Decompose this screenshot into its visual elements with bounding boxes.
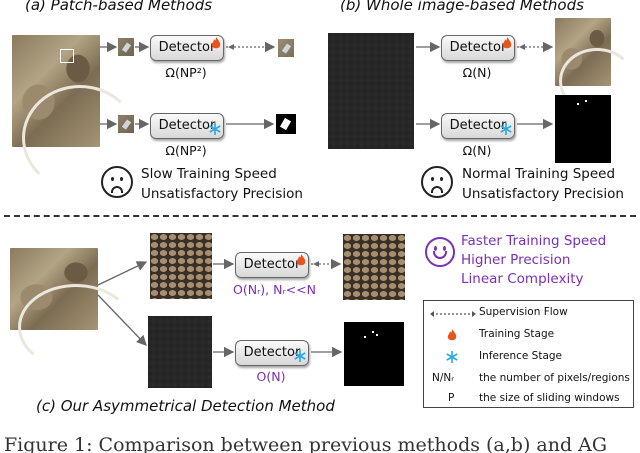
section-c-title: (c) Our Asymmetrical Detection Method	[36, 397, 335, 415]
section-a-title: (a) Patch-based Methods	[25, 0, 213, 14]
section-b-title: (b) Whole image-based Methods	[340, 0, 584, 14]
region-image-c	[150, 233, 212, 299]
legend-n-desc: the number of pixels/regions	[479, 372, 630, 384]
label-image-b	[555, 18, 635, 114]
detector-label: Detector	[158, 40, 216, 55]
verdict-b-line2: Unsatisfactory Precision	[462, 186, 624, 202]
smile-face-icon	[425, 237, 455, 267]
verdict-c-line1: Faster Training Speed	[461, 233, 607, 249]
label-image-c	[343, 234, 405, 300]
arrow	[97, 261, 148, 286]
verdict-c-line3: Linear Complexity	[461, 271, 584, 287]
verdict-b-line1: Normal Training Speed	[462, 166, 616, 182]
complexity-a-train: Ω(NP²)	[165, 65, 207, 80]
sad-face-icon	[101, 166, 133, 198]
detector-b-train: Detector	[441, 35, 515, 61]
verdict-c-line2: Higher Precision	[461, 252, 571, 268]
detector-label: Detector	[158, 118, 216, 133]
detector-c-infer: Detector	[235, 340, 309, 366]
section-divider	[4, 215, 636, 217]
fire-icon	[447, 329, 457, 341]
legend-n-key: N/Nᵣ	[432, 372, 454, 384]
satellite-image-c	[10, 248, 134, 370]
grid-image-c	[148, 316, 212, 388]
patch-a-bottom	[118, 115, 134, 133]
verdict-a-line1: Slow Training Speed	[141, 166, 277, 182]
snowflake-icon	[446, 351, 458, 363]
detector-a-infer: Detector	[150, 113, 224, 139]
detector-label: Detector	[243, 345, 301, 360]
complexity-c-train: O(Nᵣ), Nᵣ<<N	[233, 282, 317, 297]
complexity-b-train: Ω(N)	[462, 65, 492, 80]
detector-c-train: Detector	[235, 252, 309, 278]
legend-p-key: P	[448, 392, 455, 404]
satellite-image-a	[12, 35, 138, 191]
legend-training-label: Training Stage	[479, 328, 555, 340]
legend-box: Supervision Flow Training Stage Inferenc…	[423, 300, 634, 408]
mask-image-c	[344, 322, 404, 386]
detector-b-infer: Detector	[441, 113, 515, 139]
legend-supervision-label: Supervision Flow	[479, 306, 568, 318]
complexity-a-infer: Ω(NP²)	[165, 143, 207, 158]
complexity-b-infer: Ω(N)	[462, 143, 492, 158]
detector-a-train: Detector	[150, 35, 224, 61]
mask-patch-a	[276, 114, 296, 134]
patch-a-top	[118, 38, 134, 56]
detector-label: Detector	[243, 257, 301, 272]
grid-image-b	[328, 33, 414, 149]
detector-label: Detector	[449, 118, 507, 133]
complexity-c-infer: O(N)	[256, 369, 286, 384]
verdict-a-line2: Unsatisfactory Precision	[141, 186, 303, 202]
legend-p-desc: the size of sliding windows	[479, 392, 620, 404]
sad-face-icon	[421, 166, 453, 198]
dashed-arrow-icon	[430, 311, 476, 317]
label-patch-a	[278, 39, 294, 57]
detector-label: Detector	[449, 40, 507, 55]
mask-image-b	[555, 95, 611, 163]
legend-inference-label: Inference Stage	[479, 350, 563, 362]
figure-caption: Figure 1: Comparison between previous me…	[4, 434, 608, 453]
